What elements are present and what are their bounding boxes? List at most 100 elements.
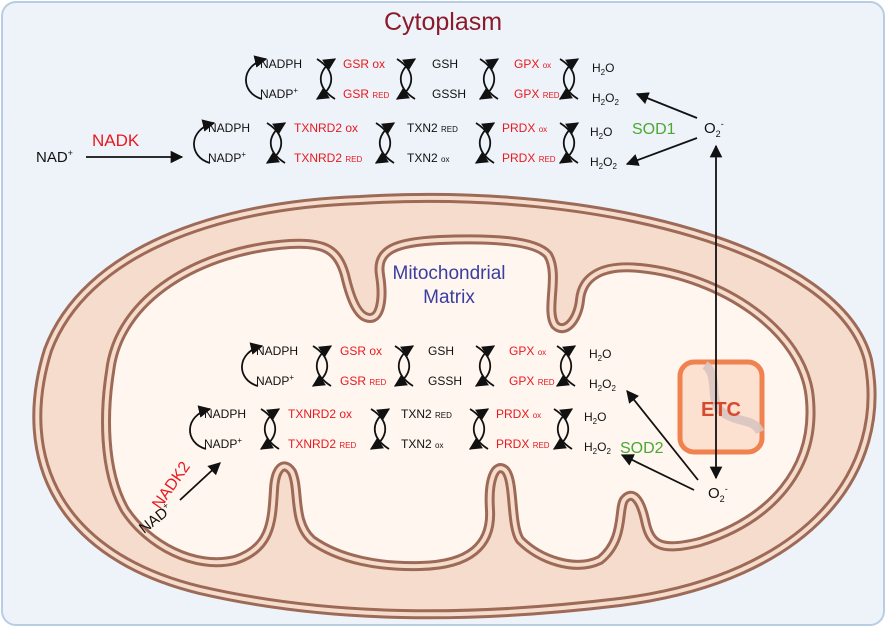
nad-label: NAD bbox=[36, 149, 68, 166]
nadk2-arrow bbox=[179, 462, 221, 501]
red-state: RED bbox=[369, 378, 386, 387]
txn2-label: TXN2 bbox=[407, 151, 438, 165]
txn2-label: TXN2 bbox=[401, 407, 432, 421]
ox-state: ox bbox=[538, 348, 546, 357]
svg-text:H2O: H2O bbox=[584, 410, 606, 426]
superoxide-label: O bbox=[704, 120, 716, 137]
txnrd2-label: TXNRD2 bbox=[294, 121, 342, 135]
gpx-label: GPX bbox=[509, 344, 534, 358]
txnrd2-label: TXNRD2 bbox=[294, 151, 342, 165]
txn2-label: TXN2 bbox=[401, 437, 432, 451]
ox-state: ox bbox=[441, 155, 449, 164]
prdx-label: PRDX bbox=[502, 151, 535, 165]
sod1-arrow-top bbox=[635, 92, 698, 119]
ox-state: ox bbox=[435, 441, 443, 450]
mito-title-line1: Mitochondrial bbox=[393, 263, 506, 284]
svg-text:NADP+: NADP+ bbox=[204, 436, 242, 451]
ox-state: ox bbox=[539, 125, 547, 134]
etc-label: ETC bbox=[701, 399, 741, 421]
svg-text:GPX ox: GPX ox bbox=[514, 57, 551, 71]
svg-text:GPX RED: GPX RED bbox=[509, 374, 555, 388]
svg-text:TXNRD2 ox: TXNRD2 ox bbox=[294, 121, 358, 135]
ox-state: ox bbox=[533, 411, 541, 420]
svg-text:PRDX RED: PRDX RED bbox=[502, 151, 556, 165]
ox-state: ox bbox=[372, 57, 385, 71]
svg-text:TXN2 RED: TXN2 RED bbox=[407, 121, 458, 135]
nadp-label: NADP bbox=[204, 437, 237, 451]
mito-title-line2: Matrix bbox=[423, 287, 475, 308]
water-label: H bbox=[592, 61, 601, 75]
sod1-label: SOD1 bbox=[632, 121, 676, 138]
ox-state: ox bbox=[345, 121, 358, 135]
gsr-label: GSR bbox=[343, 57, 369, 71]
red-state: RED bbox=[533, 441, 550, 450]
txnrd2-label: TXNRD2 bbox=[288, 437, 336, 451]
svg-text:GPX RED: GPX RED bbox=[514, 87, 560, 101]
nadp-label: NADP bbox=[260, 87, 293, 101]
peroxide-label: H bbox=[589, 377, 598, 391]
txn2-label: TXN2 bbox=[407, 121, 438, 135]
sod2-arrow-bottom bbox=[620, 454, 695, 491]
red-state: RED bbox=[441, 125, 458, 134]
svg-text:H2O2: H2O2 bbox=[592, 91, 619, 107]
water-label: H bbox=[589, 347, 598, 361]
mito-gsr-chain: NADPH NADP+ GSR ox GSR RED GSH GSSH GPX … bbox=[242, 344, 616, 393]
prdx-label: PRDX bbox=[496, 437, 529, 451]
nadk-label: NADK bbox=[92, 131, 140, 150]
superoxide-label: O bbox=[708, 485, 720, 502]
red-state: RED bbox=[345, 155, 362, 164]
red-state: RED bbox=[538, 378, 555, 387]
peroxide-label: H bbox=[590, 155, 599, 169]
ox-state: ox bbox=[339, 407, 352, 421]
prdx-label: PRDX bbox=[496, 407, 529, 421]
peroxide-label: H bbox=[584, 440, 593, 454]
svg-text:NAD+: NAD+ bbox=[36, 148, 73, 166]
sod2-arrow-top bbox=[626, 390, 699, 481]
cyto-gsr-chain: NADPH NADP+ GSR ox GSR RED GSH GSSH GPX … bbox=[246, 57, 619, 107]
svg-text:GPX ox: GPX ox bbox=[509, 344, 546, 358]
nadp-label: NADP bbox=[256, 374, 289, 388]
nadph-label: NADPH bbox=[256, 344, 298, 358]
svg-text:PRDX ox: PRDX ox bbox=[502, 121, 547, 135]
cytoplasm-title: Cytoplasm bbox=[384, 8, 502, 36]
svg-text:NADP+: NADP+ bbox=[208, 150, 246, 165]
svg-text:H2O2: H2O2 bbox=[589, 377, 616, 393]
svg-text:NADP+: NADP+ bbox=[256, 373, 294, 388]
gpx-label: GPX bbox=[514, 87, 539, 101]
svg-text:H2O2: H2O2 bbox=[584, 440, 611, 456]
red-state: RED bbox=[372, 91, 389, 100]
svg-text:GSR ox: GSR ox bbox=[343, 57, 385, 71]
svg-text:TXNRD2 RED: TXNRD2 RED bbox=[294, 151, 362, 165]
peroxide-label: H bbox=[592, 91, 601, 105]
svg-text:O2-: O2- bbox=[708, 484, 728, 504]
svg-text:TXNRD2 ox: TXNRD2 ox bbox=[288, 407, 352, 421]
red-state: RED bbox=[543, 91, 560, 100]
sod1-arrow-bottom bbox=[625, 137, 698, 166]
prdx-label: PRDX bbox=[502, 121, 535, 135]
sod2-label: SOD2 bbox=[620, 440, 664, 457]
svg-text:TXN2 RED: TXN2 RED bbox=[401, 407, 452, 421]
gsr-label: GSR bbox=[340, 344, 366, 358]
mito-txnrd2-chain: NADPH NADP+ TXNRD2 ox TXNRD2 RED TXN2 RE… bbox=[190, 407, 611, 456]
svg-text:H2O: H2O bbox=[590, 125, 612, 141]
svg-text:H2O: H2O bbox=[592, 61, 614, 77]
svg-text:NADP+: NADP+ bbox=[260, 86, 298, 101]
red-state: RED bbox=[539, 155, 556, 164]
svg-text:PRDX RED: PRDX RED bbox=[496, 437, 550, 451]
nadph-label: NADPH bbox=[204, 407, 246, 421]
nadph-label: NADPH bbox=[208, 121, 250, 135]
svg-text:H2O: H2O bbox=[589, 347, 611, 363]
red-state: RED bbox=[339, 441, 356, 450]
nadph-label: NADPH bbox=[260, 57, 302, 71]
svg-text:PRDX ox: PRDX ox bbox=[496, 407, 541, 421]
txnrd2-label: TXNRD2 bbox=[288, 407, 336, 421]
svg-text:TXN2 ox: TXN2 ox bbox=[401, 437, 443, 451]
svg-text:TXN2 ox: TXN2 ox bbox=[407, 151, 449, 165]
svg-text:TXNRD2 RED: TXNRD2 RED bbox=[288, 437, 356, 451]
ox-state: ox bbox=[543, 61, 551, 70]
cyto-txnrd2-chain: NADPH NADP+ TXNRD2 ox TXNRD2 RED TXN2 RE… bbox=[194, 121, 617, 171]
svg-text:GSR ox: GSR ox bbox=[340, 344, 382, 358]
nadp-label: NADP bbox=[208, 151, 241, 165]
